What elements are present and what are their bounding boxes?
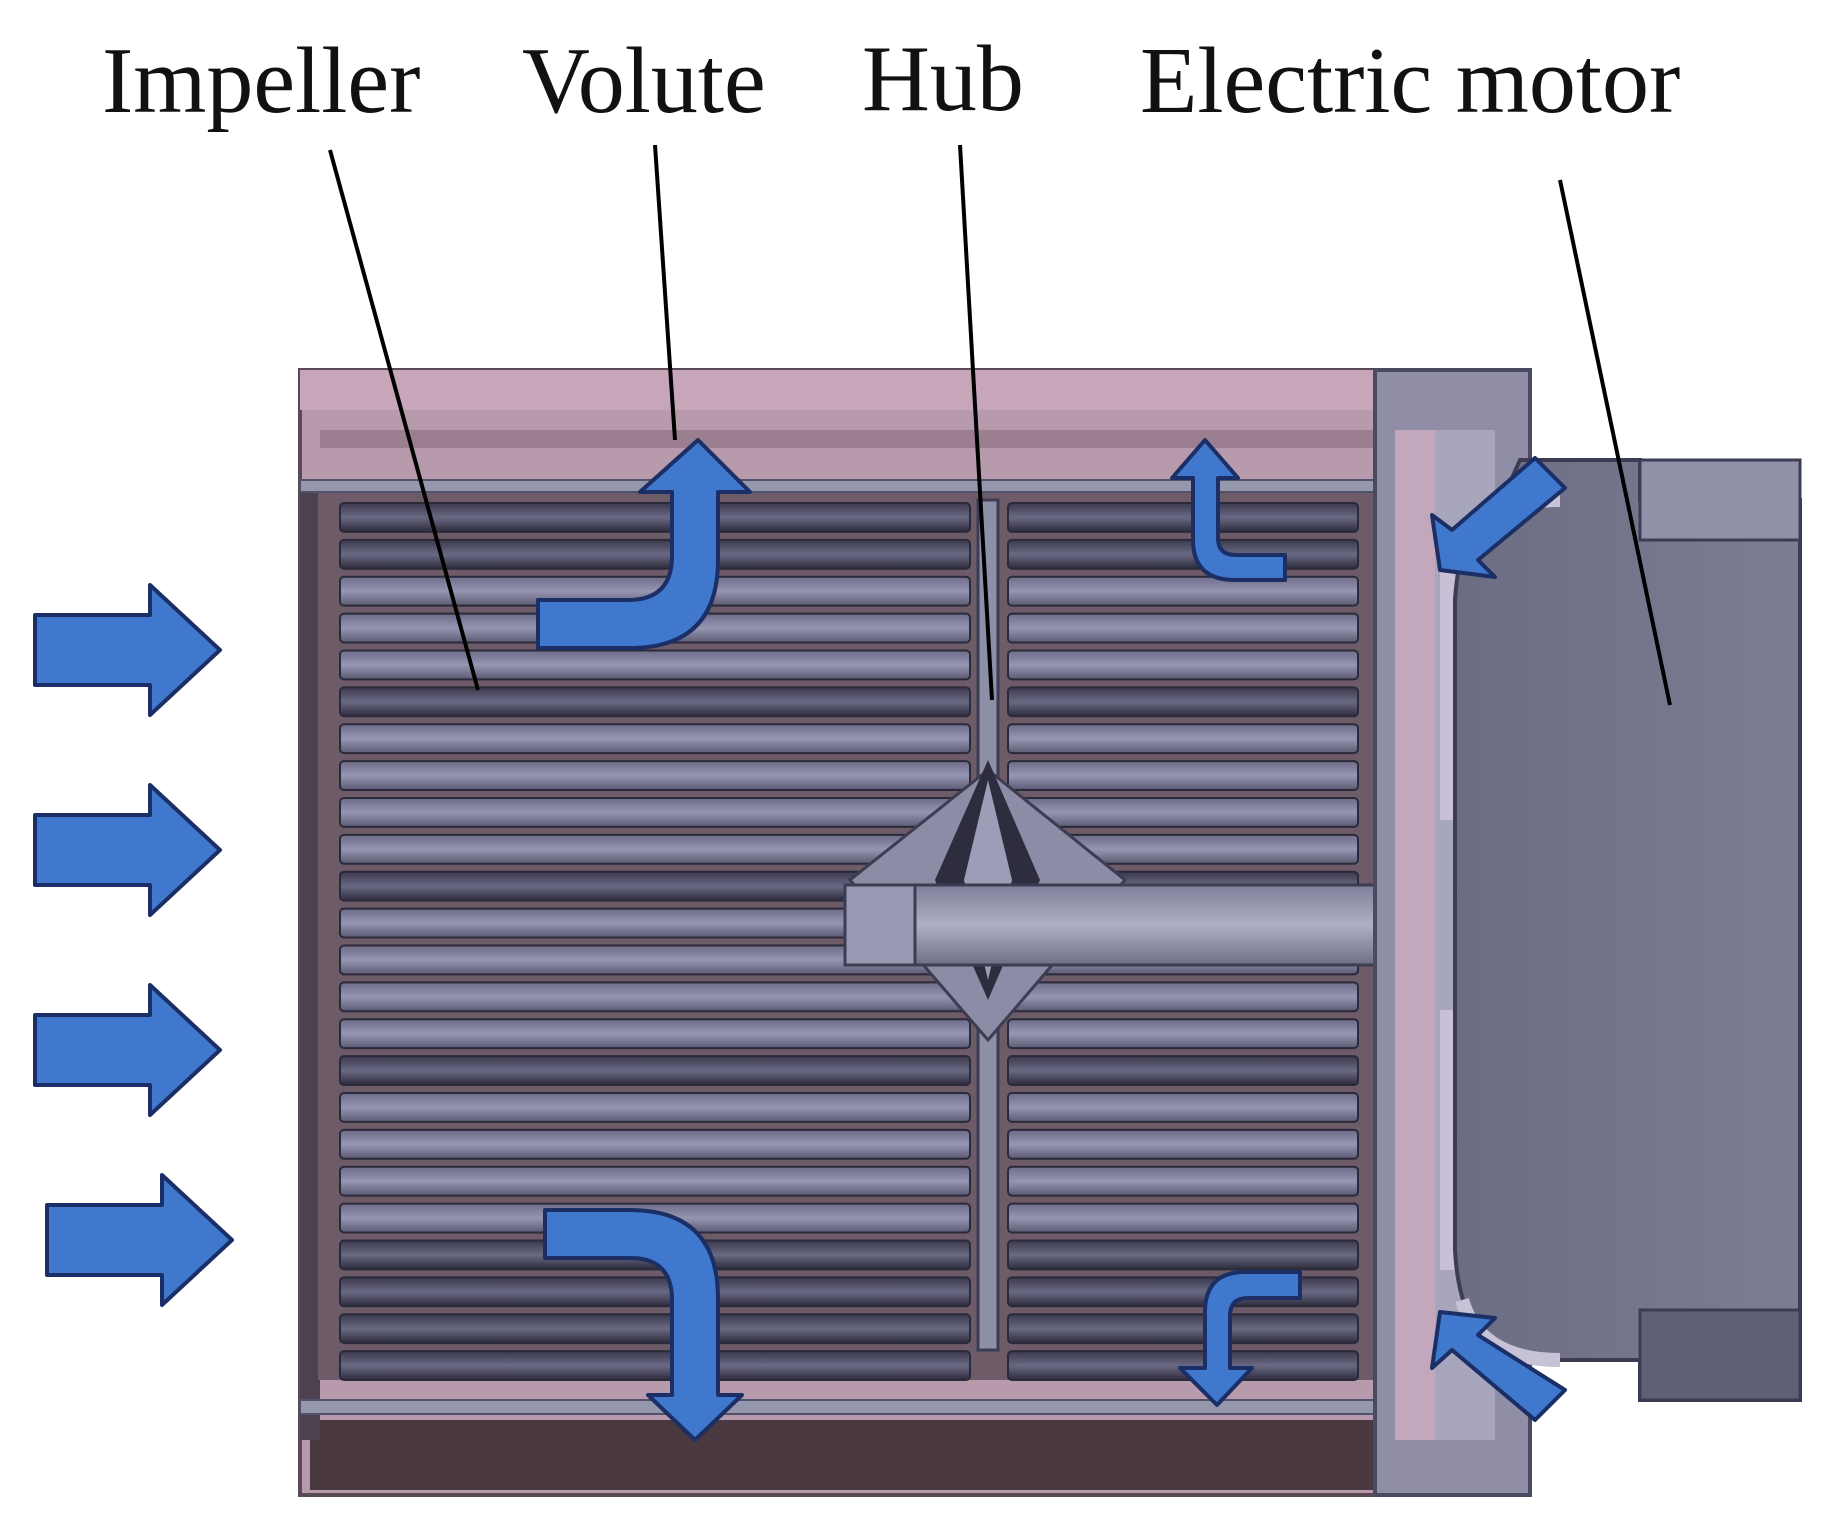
impeller-blade [1007, 1350, 1359, 1381]
impeller-blade [339, 1055, 971, 1086]
electric-motor [1453, 458, 1802, 1402]
impeller-blade [1007, 1165, 1359, 1197]
impeller-blade [339, 1276, 971, 1308]
volute-label: Volute [522, 29, 766, 133]
motor-cooling-arrow-icon [1430, 456, 1567, 579]
impeller-blade [1007, 1128, 1359, 1160]
impeller-blade [1007, 502, 1359, 533]
motor-cooling-arrow-icon [1430, 1310, 1567, 1422]
impeller-blade [1007, 686, 1359, 718]
inlet-flow-arrow-icon [33, 783, 222, 917]
outlet-flow-arrow-icon [1170, 438, 1287, 582]
impeller-leader-line [328, 149, 480, 691]
impeller-blade [1007, 1018, 1359, 1050]
impeller-blade [1007, 1202, 1359, 1234]
impeller-blade [339, 538, 971, 570]
impeller-blade [1007, 538, 1359, 570]
impeller-blade [1007, 575, 1359, 607]
motor-shaft [843, 883, 1412, 967]
impeller-blade [1007, 1092, 1359, 1123]
electric-motor-label: Electric motor [1140, 29, 1680, 133]
impeller-blade [339, 760, 971, 791]
inlet-flow-arrow-icon [33, 983, 222, 1117]
impeller-label: Impeller [102, 29, 420, 133]
volute-leader-line [653, 144, 677, 441]
impeller-blade [339, 1350, 971, 1381]
outlet-flow-arrow-icon [536, 438, 752, 650]
impeller-blade [1007, 1313, 1359, 1345]
impeller-blade [1007, 981, 1359, 1013]
outlet-flow-arrow-icon [543, 1208, 744, 1442]
impeller-blade [1007, 1276, 1359, 1308]
hub-label: Hub [862, 27, 1024, 131]
impeller-blade [339, 723, 971, 755]
impeller-blade [339, 1128, 971, 1160]
impeller-blade [339, 1165, 971, 1197]
impeller-blade [339, 649, 971, 681]
impeller-blades-left [339, 502, 971, 1381]
impeller-blade [339, 502, 971, 533]
impeller-blade [1007, 649, 1359, 681]
impeller-blade [1007, 612, 1359, 644]
component-labels: Impeller Volute Hub Electric motor [102, 27, 1680, 133]
outlet-flow-arrow-icon [1178, 1270, 1302, 1407]
impeller-blade [1007, 797, 1359, 828]
inlet-flow-arrow-icon [45, 1173, 234, 1307]
impeller-blade [1007, 760, 1359, 791]
impeller-blade [339, 686, 971, 718]
impeller-blade [339, 797, 971, 828]
impeller-blade [1007, 1055, 1359, 1086]
impeller-blade [339, 1018, 971, 1050]
impeller-blade [339, 1313, 971, 1345]
inlet-flow-arrow-icon [33, 583, 222, 717]
flow-arrows [33, 438, 1567, 1442]
impeller-blade [1007, 723, 1359, 755]
motor-leader-line [1558, 179, 1672, 706]
impeller-blades-right [1007, 502, 1359, 1381]
impeller-blade [1007, 1239, 1359, 1271]
hub-leader-line [958, 144, 994, 701]
leader-lines [328, 144, 1672, 706]
impeller-blade [339, 981, 971, 1013]
impeller-blade [339, 1092, 971, 1123]
